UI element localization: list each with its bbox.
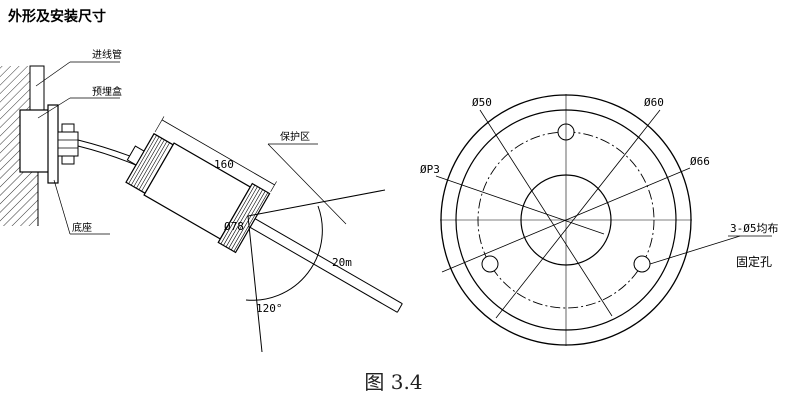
detector-body xyxy=(125,116,403,313)
mount-hole-right xyxy=(633,255,651,273)
leader-d23 xyxy=(435,175,605,235)
dim-range: 20m xyxy=(332,256,352,269)
label-base: 底座 xyxy=(72,221,92,234)
leader-d60 xyxy=(495,109,661,319)
label-junction-box: 预埋盒 xyxy=(92,85,122,98)
mount-hole-left xyxy=(481,255,499,273)
leader-d50 xyxy=(479,109,613,317)
boundary-line-lower xyxy=(247,215,263,353)
dim-holes: 3-Ø5均布 xyxy=(730,222,779,235)
boundary-line-upper xyxy=(247,189,386,217)
dim-d60: Ø60 xyxy=(644,96,664,109)
leader-holes xyxy=(649,235,741,265)
label-conduit: 进线管 xyxy=(92,48,122,61)
page-title: 外形及安装尺寸 xyxy=(8,9,106,25)
figure-caption: 图 3.4 xyxy=(364,370,423,394)
dim-d50: Ø50 xyxy=(472,96,492,109)
cable-gland xyxy=(57,123,79,165)
dim-angle: 120° xyxy=(256,302,283,315)
leader-d66 xyxy=(441,167,691,273)
dim-d66: Ø66 xyxy=(690,155,710,168)
dim-diameter: Ø78 xyxy=(224,220,244,233)
junction-box xyxy=(19,109,51,173)
conduit-pipe xyxy=(29,65,45,111)
side-view: 进线管 预埋盒 底座 保护区 160 Ø78 20m 120° xyxy=(0,48,403,353)
label-fixing-holes: 固定孔 xyxy=(736,254,772,269)
dim-d23: ØP3 xyxy=(420,163,440,176)
base-plate xyxy=(47,104,59,184)
dim-length: 160 xyxy=(214,158,234,171)
label-protection-zone: 保护区 xyxy=(280,130,310,143)
front-view: Ø50 Ø60 Ø66 ØP3 3-Ø5均布 固定孔 xyxy=(420,94,779,346)
protection-arc xyxy=(245,205,323,301)
